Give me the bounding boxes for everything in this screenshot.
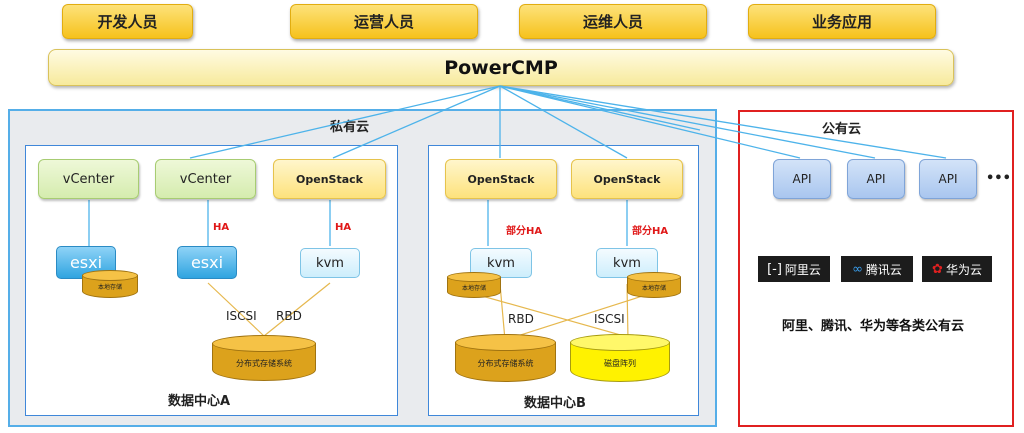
- dc-a-vcenter-1: vCenter: [38, 159, 139, 199]
- dc-b-title: 数据中心B: [524, 396, 586, 411]
- dc-b-local-storage-2-label: 本地存储: [641, 285, 666, 292]
- dc-b-local-storage-2: 本地存储: [627, 272, 681, 298]
- alibaba-cloud-icon: [-]: [767, 261, 782, 277]
- dc-a-distributed-storage: 分布式存储系统: [212, 335, 316, 381]
- tencent-cloud-icon: ∞: [852, 261, 863, 277]
- public-api-1: API: [773, 159, 831, 199]
- provider-tencent: ∞ 腾讯云: [841, 256, 913, 282]
- dc-b-local-storage-1: 本地存储: [447, 272, 501, 298]
- dc-a-esxi-host-2: esxi: [177, 246, 237, 279]
- dc-b-distributed-storage-label: 分布式存储系统: [477, 359, 534, 368]
- powercmp-platform: PowerCMP: [48, 49, 954, 86]
- dc-a-kvm-host: kvm: [300, 248, 360, 278]
- dc-b-partial-ha-label-1: 部分HA: [506, 226, 543, 237]
- role-business-apps: 业务应用: [748, 4, 936, 39]
- dc-a-distributed-storage-label: 分布式存储系统: [236, 359, 292, 368]
- dc-a-vcenter-2: vCenter: [155, 159, 256, 199]
- dc-b-iscsi-label: ISCSI: [594, 312, 625, 326]
- dc-a-title: 数据中心A: [168, 394, 231, 409]
- provider-alibaba: [-] 阿里云: [758, 256, 830, 282]
- role-maintenance: 运维人员: [519, 4, 707, 39]
- provider-alibaba-label: 阿里云: [784, 262, 821, 277]
- huawei-cloud-icon: ✿: [932, 261, 943, 277]
- dc-a-local-storage-label: 本地存储: [97, 284, 122, 291]
- public-cloud-title: 公有云: [822, 122, 862, 137]
- dc-b-openstack-2: OpenStack: [571, 159, 683, 199]
- role-operations: 运营人员: [290, 4, 478, 39]
- dc-b-distributed-storage: 分布式存储系统: [455, 334, 556, 382]
- dc-b-disk-array: 磁盘阵列: [570, 334, 670, 382]
- dc-a-iscsi-label: ISCSI: [226, 309, 257, 323]
- dc-b-partial-ha-label-2: 部分HA: [632, 226, 669, 237]
- public-api-2: API: [847, 159, 905, 199]
- public-api-3: API: [919, 159, 977, 199]
- dc-a-rbd-label: RBD: [276, 309, 302, 323]
- dc-a-local-storage: 本地存储: [82, 270, 138, 298]
- dc-b-disk-array-label: 磁盘阵列: [604, 359, 636, 368]
- provider-tencent-label: 腾讯云: [865, 262, 902, 277]
- dc-b-openstack-1: OpenStack: [445, 159, 557, 199]
- dc-b-rbd-label: RBD: [508, 312, 534, 326]
- dc-a-ha-label-1: HA: [213, 222, 230, 233]
- provider-huawei-label: 华为云: [945, 262, 982, 277]
- provider-huawei: ✿ 华为云: [922, 256, 992, 282]
- role-developers: 开发人员: [62, 4, 193, 39]
- dc-b-local-storage-1-label: 本地存储: [461, 285, 486, 292]
- dc-a-ha-label-2: HA: [335, 222, 352, 233]
- dc-a-openstack: OpenStack: [273, 159, 386, 199]
- dc-b-kvm-host-2: kvm: [596, 248, 658, 278]
- public-cloud-note: 阿里、腾讯、华为等各类公有云: [782, 319, 965, 334]
- more-apis-ellipsis: •••: [986, 171, 1011, 186]
